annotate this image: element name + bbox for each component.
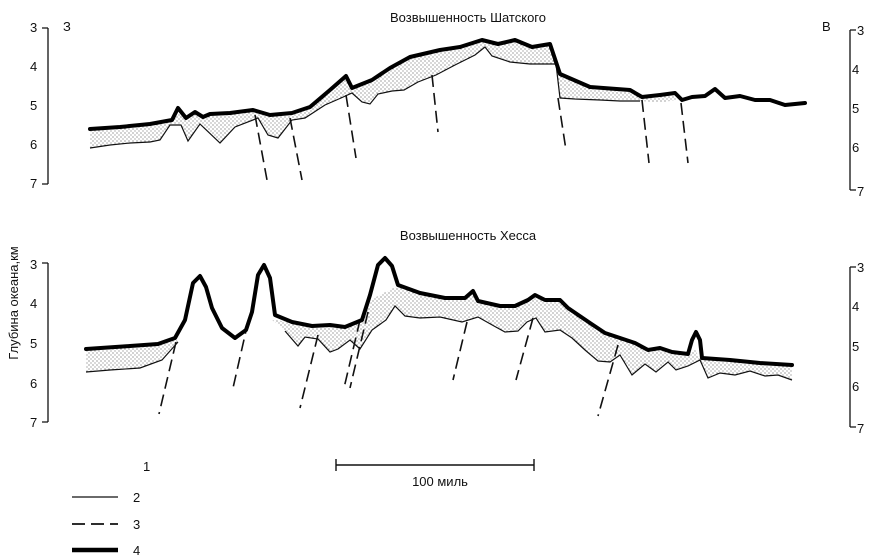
scale-bar-line bbox=[335, 459, 535, 471]
left-depth-axis bbox=[42, 27, 49, 185]
profile-hess: Возвышенность Хесса 3 4 5 6 7 3 4 5 6 7 bbox=[30, 228, 864, 436]
seafloor-surface bbox=[88, 38, 807, 131]
east-label: В bbox=[822, 19, 831, 34]
seafloor-surface bbox=[84, 256, 794, 367]
fault-line bbox=[289, 117, 303, 181]
tick-label: 4 bbox=[30, 59, 37, 74]
basement-line bbox=[284, 305, 793, 381]
fault-line bbox=[343, 319, 361, 389]
tick-label: 6 bbox=[30, 137, 37, 152]
legend-key: 3 bbox=[133, 517, 140, 532]
tick-label: 7 bbox=[30, 415, 37, 430]
scale-bar-label: 100 миль bbox=[412, 474, 468, 489]
tick-label: 5 bbox=[852, 101, 859, 116]
sediment-layer bbox=[90, 40, 680, 148]
fault-line bbox=[254, 114, 268, 181]
tick-label: 4 bbox=[852, 62, 859, 77]
tick-label: 5 bbox=[852, 339, 859, 354]
fault-line bbox=[515, 317, 534, 381]
tick-label: 3 bbox=[857, 23, 864, 38]
fault-line bbox=[158, 341, 177, 415]
fault-line bbox=[597, 344, 619, 417]
tick-label: 4 bbox=[852, 299, 859, 314]
sediment-layer bbox=[272, 285, 792, 380]
legend-item-basement: 2 bbox=[72, 490, 140, 505]
tick-label: 7 bbox=[857, 421, 864, 436]
fault-line bbox=[557, 97, 567, 151]
y-axis-label: Глубина океана,км bbox=[6, 246, 21, 360]
tick-label: 5 bbox=[30, 98, 37, 113]
profile-title: Возвышенность Хесса bbox=[400, 228, 537, 243]
tick-label: 6 bbox=[852, 140, 859, 155]
legend-item-surface: 4 bbox=[72, 543, 140, 558]
tick-label: 5 bbox=[30, 336, 37, 351]
left-depth-axis bbox=[42, 262, 49, 423]
legend: 1 2 3 4 bbox=[72, 459, 150, 558]
tick-label: 6 bbox=[852, 379, 859, 394]
sediment-layer bbox=[86, 338, 178, 372]
tick-label: 4 bbox=[30, 296, 37, 311]
basement-line bbox=[89, 46, 640, 149]
fault-line bbox=[232, 321, 249, 389]
legend-item-sediment: 1 bbox=[143, 459, 150, 474]
fault-line bbox=[680, 102, 689, 164]
fault-line bbox=[641, 99, 650, 164]
legend-item-fault: 3 bbox=[72, 517, 140, 532]
profile-title: Возвышенность Шатского bbox=[390, 10, 546, 25]
basement-line bbox=[85, 341, 179, 373]
fault-line bbox=[431, 74, 439, 133]
fault-line bbox=[345, 94, 357, 159]
legend-key: 4 bbox=[133, 543, 140, 558]
tick-label: 3 bbox=[857, 260, 864, 275]
right-depth-axis bbox=[849, 29, 856, 191]
legend-key: 1 bbox=[143, 459, 150, 474]
profile-shatsky: Возвышенность Шатского 3 4 5 6 7 3 4 5 6… bbox=[30, 10, 864, 199]
fault-line bbox=[452, 321, 468, 381]
west-label: З bbox=[63, 19, 71, 34]
tick-label: 6 bbox=[30, 376, 37, 391]
legend-key: 2 bbox=[133, 490, 140, 505]
scale-bar: 100 миль bbox=[335, 459, 535, 489]
fault-line bbox=[349, 311, 369, 389]
tick-label: 3 bbox=[30, 20, 37, 35]
fault-line bbox=[299, 334, 319, 409]
tick-label: 7 bbox=[30, 176, 37, 191]
tick-label: 7 bbox=[857, 184, 864, 199]
tick-label: 3 bbox=[30, 257, 37, 272]
right-depth-axis bbox=[849, 266, 856, 428]
